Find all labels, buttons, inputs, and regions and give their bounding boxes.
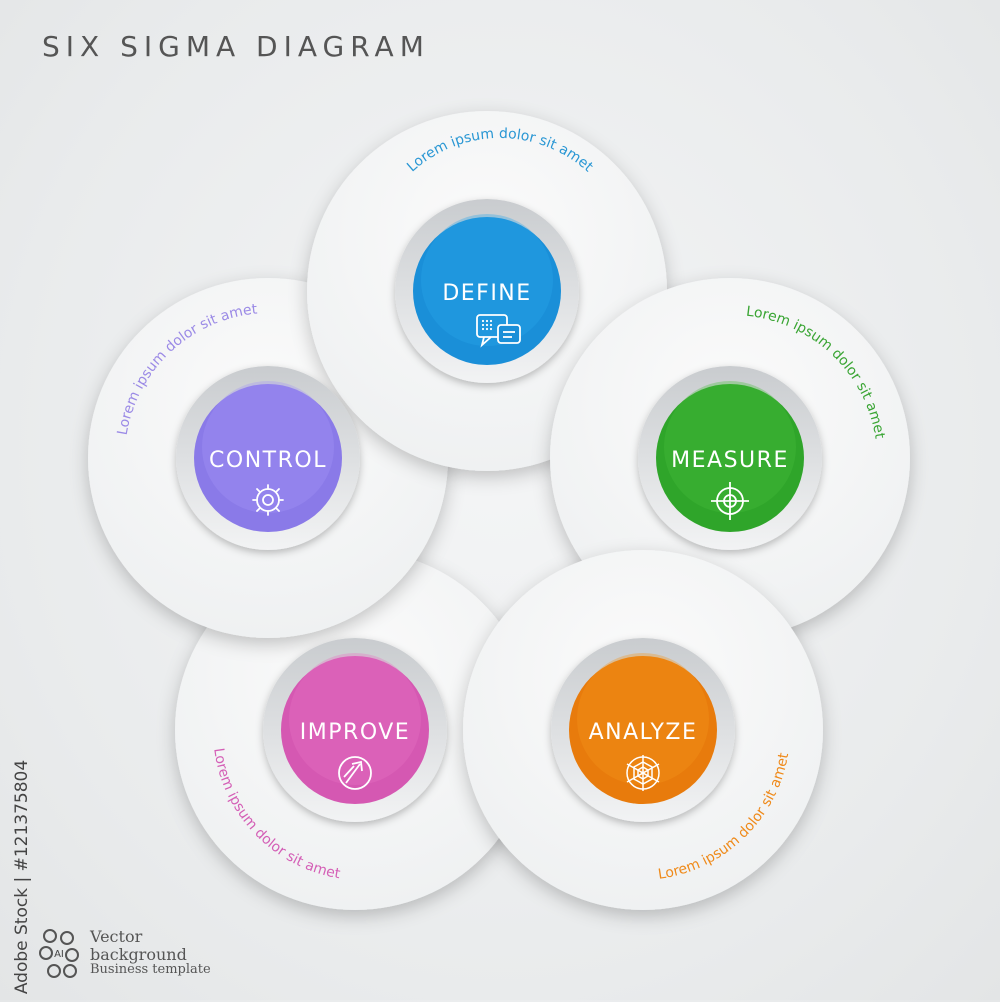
arrow-up-icon — [338, 756, 372, 790]
ai-badge: AI — [54, 949, 64, 960]
chat-bubbles-icon — [476, 314, 521, 348]
vector-ai-logo-icon: AI — [39, 929, 79, 978]
label-control: CONTROL — [209, 448, 327, 473]
diagram-title: SIX SIGMA DIAGRAM — [42, 30, 430, 63]
spider-web-icon — [626, 755, 660, 791]
step-define: DEFINE — [395, 199, 579, 383]
label-define: DEFINE — [442, 281, 531, 306]
label-analyze: ANALYZE — [589, 720, 698, 745]
step-measure: MEASURE — [638, 366, 822, 550]
stock-id-text: Adobe Stock | #121375804 — [12, 759, 33, 995]
footer-line-2: background — [90, 944, 187, 964]
target-crosshair-icon — [711, 482, 749, 520]
step-improve: IMPROVE — [263, 638, 447, 822]
step-analyze: ANALYZE — [551, 638, 735, 822]
footer-line-1: Vector — [90, 927, 143, 946]
footer-line-3: Business template — [90, 962, 211, 978]
label-improve: IMPROVE — [300, 720, 410, 745]
footer-caption: Vector background Business template — [90, 928, 211, 977]
label-measure: MEASURE — [671, 448, 789, 473]
step-control: CONTROL — [176, 366, 360, 550]
gear-icon — [252, 484, 284, 516]
